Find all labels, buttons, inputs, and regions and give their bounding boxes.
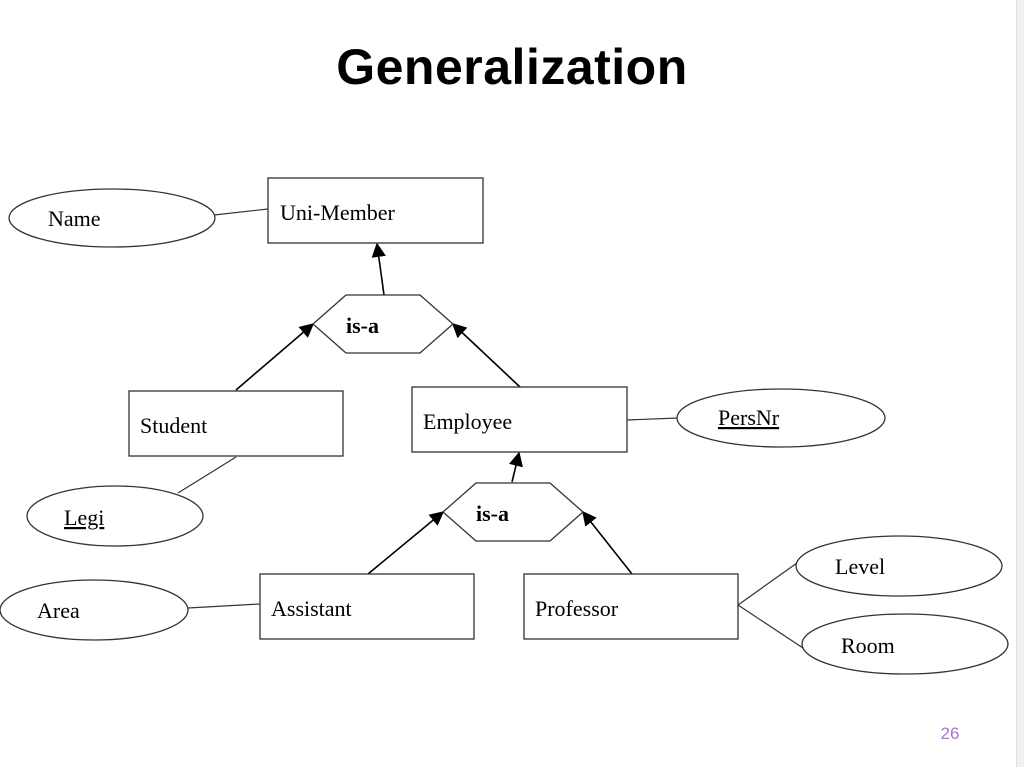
attribute-persnr: PersNr <box>676 388 886 448</box>
room-attribute-link <box>737 604 804 649</box>
attribute-persnr-label: PersNr <box>718 405 780 430</box>
entity-assistant-label: Assistant <box>271 596 352 621</box>
slide-edge <box>1016 0 1024 767</box>
isa-relationship-top: is-a <box>312 294 454 354</box>
attribute-area: Area <box>0 579 189 641</box>
entity-uni-member: Uni-Member <box>267 177 484 244</box>
entity-professor: Professor <box>523 573 739 640</box>
attribute-level-label: Level <box>835 554 885 579</box>
entity-professor-label: Professor <box>535 596 619 621</box>
entity-employee-label: Employee <box>423 409 512 434</box>
isa-relationship-bottom: is-a <box>442 482 584 542</box>
entity-uni-member-label: Uni-Member <box>280 200 396 225</box>
area-attribute-link <box>187 603 261 609</box>
attribute-name: Name <box>8 188 216 248</box>
attribute-level: Level <box>795 535 1003 597</box>
legi-attribute-link <box>177 456 237 494</box>
attribute-legi: Legi <box>26 485 204 547</box>
level-attribute-link <box>737 562 798 606</box>
attribute-name-label: Name <box>48 206 101 231</box>
student-to-isa-top-arrow <box>235 323 315 391</box>
attribute-room-label: Room <box>841 633 895 658</box>
name-attribute-link <box>213 208 269 216</box>
entity-student-label: Student <box>140 413 207 438</box>
attribute-room: Room <box>801 613 1009 675</box>
entity-student: Student <box>128 390 344 457</box>
entity-employee: Employee <box>411 386 628 453</box>
isa-top-label: is-a <box>346 313 379 338</box>
isa-top-to-uni-member-arrow <box>371 242 386 296</box>
attribute-legi-label: Legi <box>64 505 104 530</box>
persnr-attribute-link <box>626 417 679 421</box>
isa-bottom-label: is-a <box>476 501 509 526</box>
slide-title: Generalization <box>336 39 688 95</box>
attribute-area-label: Area <box>37 598 80 623</box>
assistant-to-isa-bottom-arrow <box>367 511 445 575</box>
page-number: 26 <box>940 724 960 743</box>
employee-to-isa-top-arrow <box>451 323 521 388</box>
isa-bottom-to-employee-arrow <box>508 451 523 483</box>
professor-to-isa-bottom-arrow <box>582 510 633 575</box>
entity-assistant: Assistant <box>259 573 475 640</box>
